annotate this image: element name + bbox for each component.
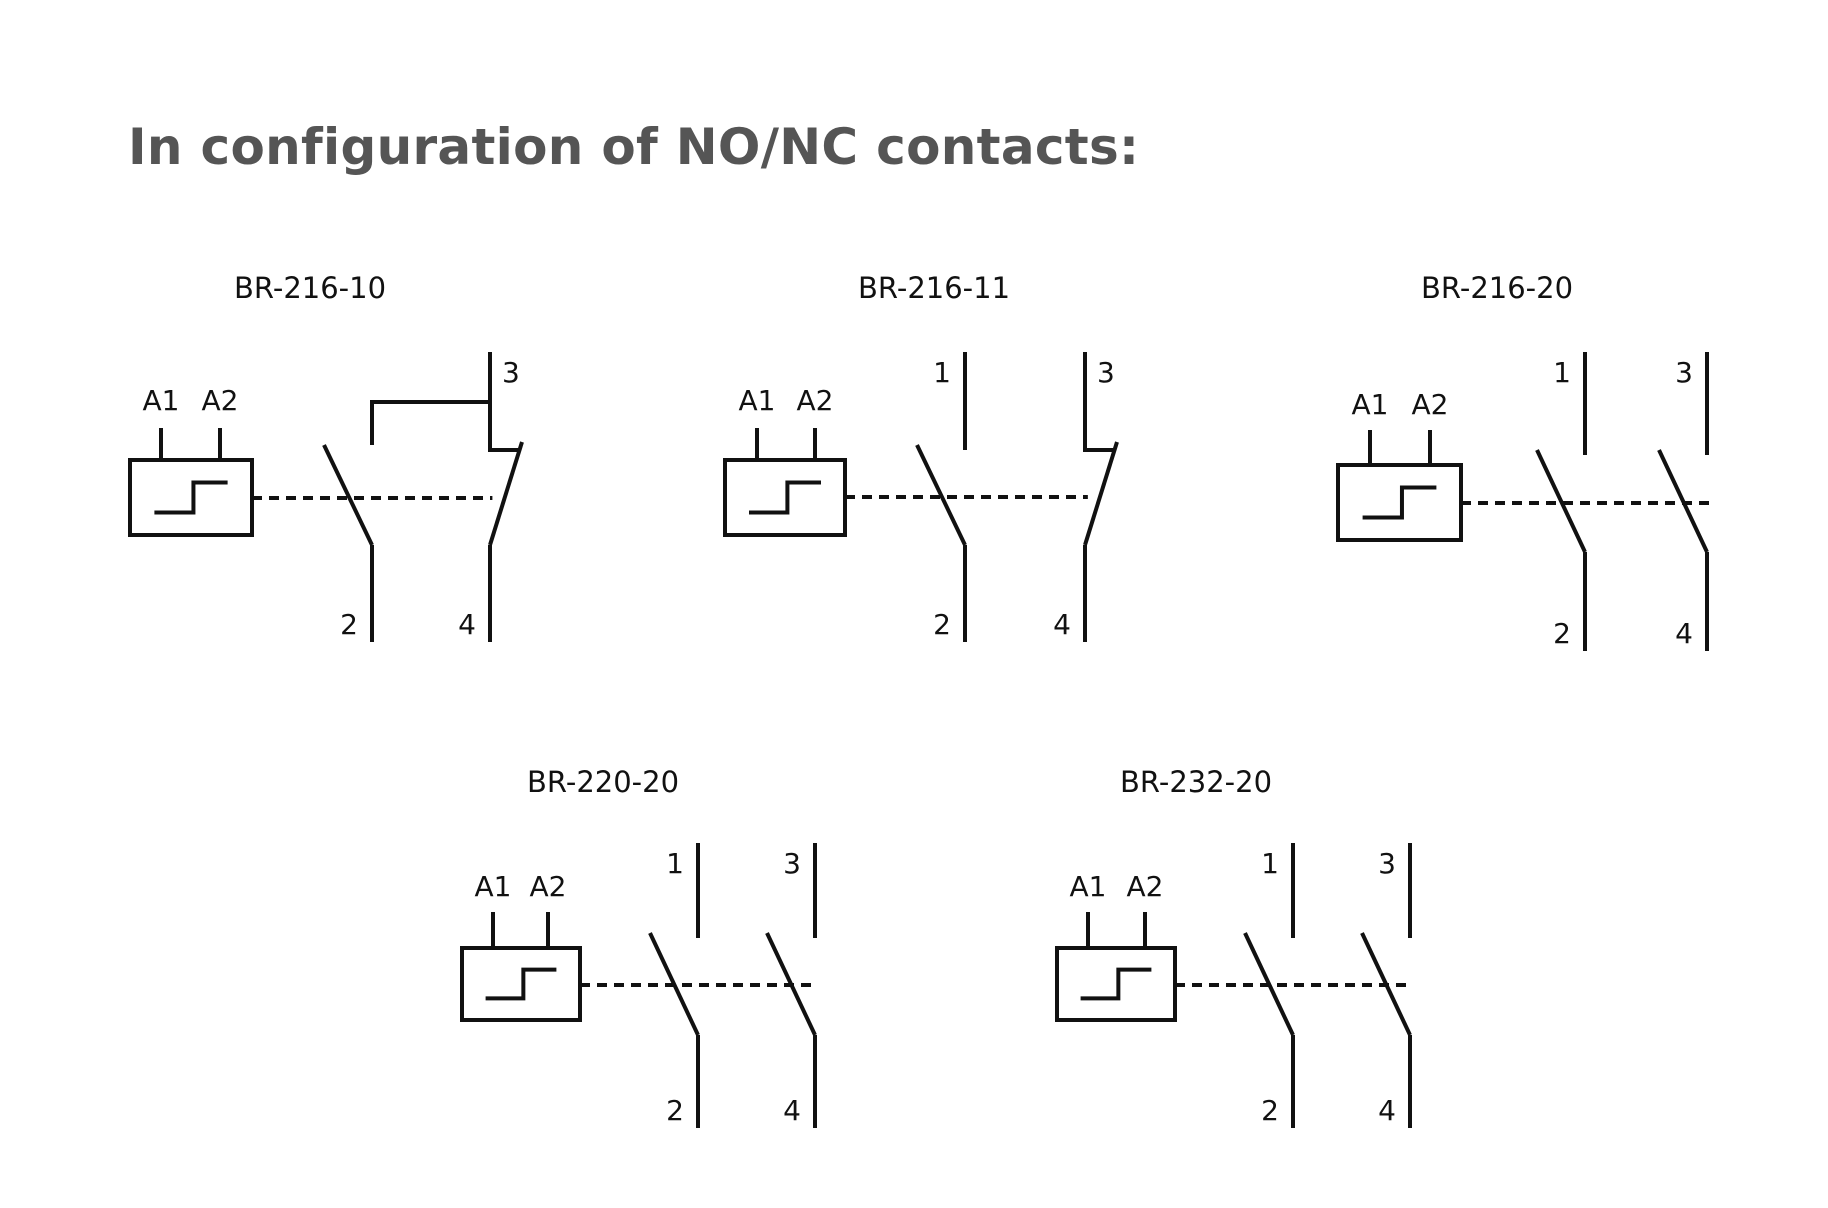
no-contact: 21 <box>1535 352 1587 651</box>
no-contact: 43 <box>1360 843 1412 1128</box>
page-title: In configuration of NO/NC contacts: <box>128 118 1140 176</box>
no-contact: 43 <box>765 843 817 1128</box>
coil-terminal-label: A1 <box>475 870 512 903</box>
no-contact: 2 <box>322 444 374 642</box>
terminal-label-bottom: 4 <box>1675 617 1693 650</box>
terminal-label-top: 3 <box>783 847 801 880</box>
nc-contact: 43 <box>1053 352 1119 642</box>
moving-blade <box>1535 449 1587 553</box>
no-contact: 43 <box>1657 352 1709 651</box>
coil-terminal-label: A2 <box>797 384 834 417</box>
terminal-label-top: 1 <box>1261 847 1279 880</box>
model-label: BR-232-20 <box>1120 765 1272 799</box>
terminal-label-bottom: 2 <box>933 608 951 641</box>
terminal-label-bottom: 2 <box>666 1094 684 1127</box>
terminal-label-top: 3 <box>502 356 520 389</box>
model-label: BR-216-10 <box>234 271 386 305</box>
step-function-icon <box>1080 967 1152 1001</box>
terminal-label-bottom: 2 <box>1553 617 1571 650</box>
step-function-icon <box>1362 485 1437 520</box>
coil-terminal-label: A1 <box>143 384 180 417</box>
moving-blade <box>1360 932 1412 1036</box>
terminal-label-top: 1 <box>666 847 684 880</box>
coil-terminal-label: A1 <box>739 384 776 417</box>
no-contact: 21 <box>1243 843 1295 1128</box>
terminal-label-bottom: 4 <box>458 608 476 641</box>
moving-blade <box>648 932 700 1036</box>
coil-box <box>1336 463 1463 542</box>
model-label: BR-216-11 <box>858 271 1010 305</box>
coil-terminal-label: A2 <box>1412 388 1449 421</box>
terminal-label-top: 3 <box>1675 356 1693 389</box>
step-function-icon <box>749 480 821 515</box>
contact-top-lead <box>1083 352 1115 452</box>
coil-terminal-label: A2 <box>202 384 239 417</box>
moving-blade <box>1083 441 1119 546</box>
terminal-label-top: 1 <box>1553 356 1571 389</box>
model-label: BR-220-20 <box>527 765 679 799</box>
step-function-icon <box>154 480 228 515</box>
moving-blade <box>765 932 817 1036</box>
terminal-label-bottom: 2 <box>1261 1094 1279 1127</box>
no-contact: 21 <box>648 843 700 1128</box>
moving-blade <box>1243 932 1295 1036</box>
terminal-label-top: 1 <box>933 356 951 389</box>
terminal-label-bottom: 4 <box>1053 608 1071 641</box>
coil-box <box>128 458 254 537</box>
moving-blade <box>1657 449 1709 553</box>
step-function-icon <box>485 967 557 1001</box>
coil-terminal-label: A2 <box>530 870 567 903</box>
no-contact: 21 <box>915 352 967 642</box>
model-label: BR-216-20 <box>1421 271 1573 305</box>
coil-box <box>1055 946 1177 1022</box>
nc-contact: 43 <box>458 352 524 642</box>
terminal-label-bottom: 2 <box>340 608 358 641</box>
coil-box <box>460 946 582 1022</box>
coil-box <box>723 458 847 537</box>
coil-terminal-label: A1 <box>1352 388 1389 421</box>
coil-terminal-label: A1 <box>1070 870 1107 903</box>
coil-terminal-label: A2 <box>1127 870 1164 903</box>
terminal-label-bottom: 4 <box>1378 1094 1396 1127</box>
bridge-wire <box>370 400 490 445</box>
contact-top-lead <box>488 352 520 452</box>
moving-blade <box>915 444 967 546</box>
terminal-label-bottom: 4 <box>783 1094 801 1127</box>
terminal-label-top: 3 <box>1378 847 1396 880</box>
moving-blade <box>322 444 374 546</box>
moving-blade <box>488 441 524 546</box>
terminal-label-top: 3 <box>1097 356 1115 389</box>
